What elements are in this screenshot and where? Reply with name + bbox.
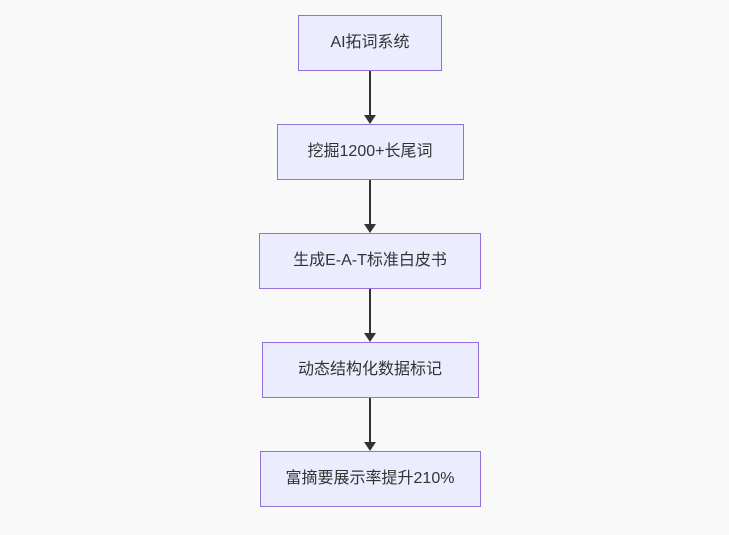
- arrow-line: [369, 398, 371, 442]
- flow-node-label: 富摘要展示率提升210%: [285, 470, 455, 487]
- arrowhead-down-icon: [364, 115, 376, 124]
- arrow-line: [369, 289, 371, 333]
- flow-arrow-down: [364, 180, 376, 233]
- arrow-line: [369, 180, 371, 224]
- arrow-line: [369, 71, 371, 115]
- flow-arrow-down: [364, 71, 376, 124]
- flow-node: 富摘要展示率提升210%: [259, 451, 481, 507]
- flow-node: 生成E-A-T标准白皮书: [259, 233, 481, 289]
- flow-node-label: 生成E-A-T标准白皮书: [293, 252, 447, 269]
- flow-node-label: 动态结构化数据标记: [297, 361, 442, 378]
- flowchart: AI拓词系统 挖掘1200+长尾词 生成E-A-T标准白皮书 动态结构化数据标记: [259, 15, 481, 507]
- flow-node: 动态结构化数据标记: [261, 342, 479, 398]
- flow-node-label: 挖掘1200+长尾词: [307, 143, 433, 160]
- arrowhead-down-icon: [364, 333, 376, 342]
- arrowhead-down-icon: [364, 224, 376, 233]
- flow-node: 挖掘1200+长尾词: [276, 124, 464, 180]
- arrowhead-down-icon: [364, 442, 376, 451]
- flow-arrow-down: [364, 398, 376, 451]
- flow-arrow-down: [364, 289, 376, 342]
- flow-node-label: AI拓词系统: [330, 34, 410, 51]
- flow-node: AI拓词系统: [298, 15, 442, 71]
